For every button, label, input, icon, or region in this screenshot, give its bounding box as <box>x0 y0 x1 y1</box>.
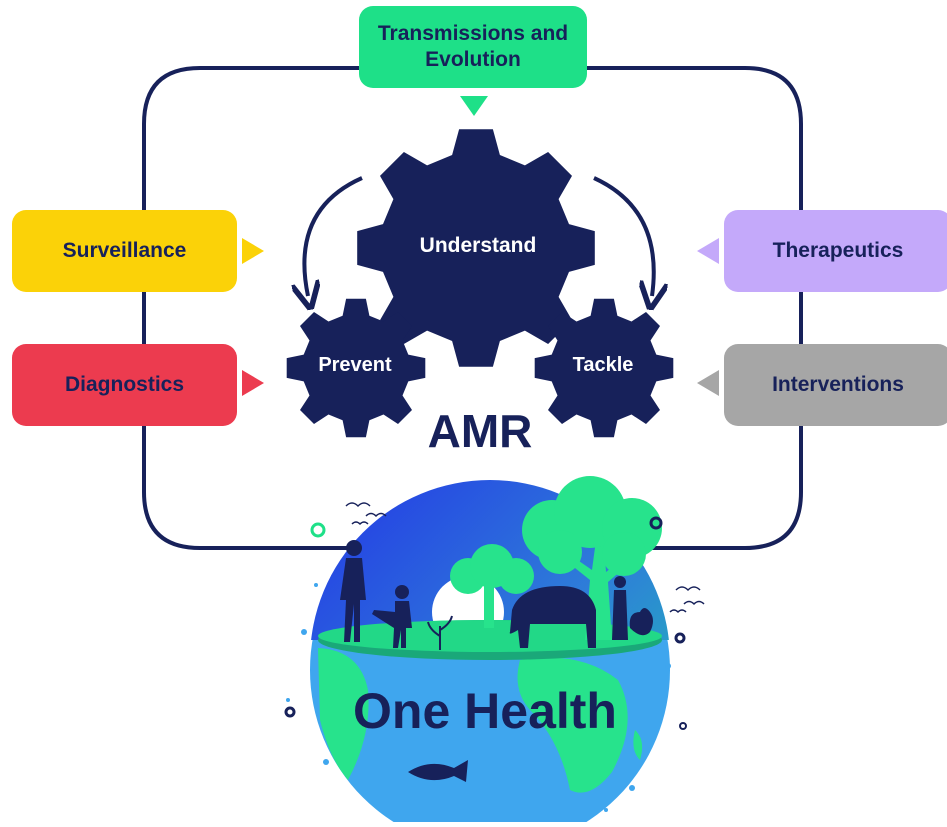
continent-madagascar <box>633 730 643 760</box>
arrow-left <box>304 176 363 296</box>
top-pointer <box>460 96 488 116</box>
prevent-gear <box>286 298 426 438</box>
woman-silhouette <box>340 540 366 642</box>
chicken-silhouette <box>629 608 653 636</box>
transmissions-evolution-box: Transmissions and Evolution <box>359 6 587 88</box>
interventions-pointer <box>697 370 719 396</box>
understand-gear <box>357 129 595 367</box>
tackle-label: Tackle <box>572 354 634 376</box>
decorative-bubbles <box>284 516 687 730</box>
continent-africa <box>517 657 628 793</box>
interventions-box: Interventions <box>724 344 947 426</box>
tackle-gear <box>534 298 674 438</box>
surveillance-box: Surveillance <box>12 210 237 292</box>
decorative-dots <box>286 583 671 820</box>
prevent-label: Prevent <box>318 354 392 376</box>
person-by-tree-silhouette <box>612 576 628 640</box>
understand-label: Understand <box>419 234 537 257</box>
therapeutics-box: Therapeutics <box>724 210 947 292</box>
large-tree <box>522 476 662 640</box>
one-health-label: One Health <box>353 683 617 739</box>
birds-left <box>345 502 387 526</box>
amr-label: AMR <box>427 405 533 457</box>
therapeutics-pointer <box>697 238 719 264</box>
child-silhouette <box>372 585 412 648</box>
diagnostics-pointer <box>242 370 264 396</box>
arrow-right <box>593 176 654 296</box>
seedling <box>427 615 453 650</box>
cow-silhouette <box>509 586 596 648</box>
birds-right <box>669 586 705 614</box>
continent-south-america <box>318 648 369 780</box>
diagnostics-box: Diagnostics <box>12 344 237 426</box>
surveillance-pointer <box>242 238 264 264</box>
globe-earth <box>310 640 670 827</box>
small-tree <box>450 544 534 628</box>
fish-silhouette <box>408 760 468 782</box>
